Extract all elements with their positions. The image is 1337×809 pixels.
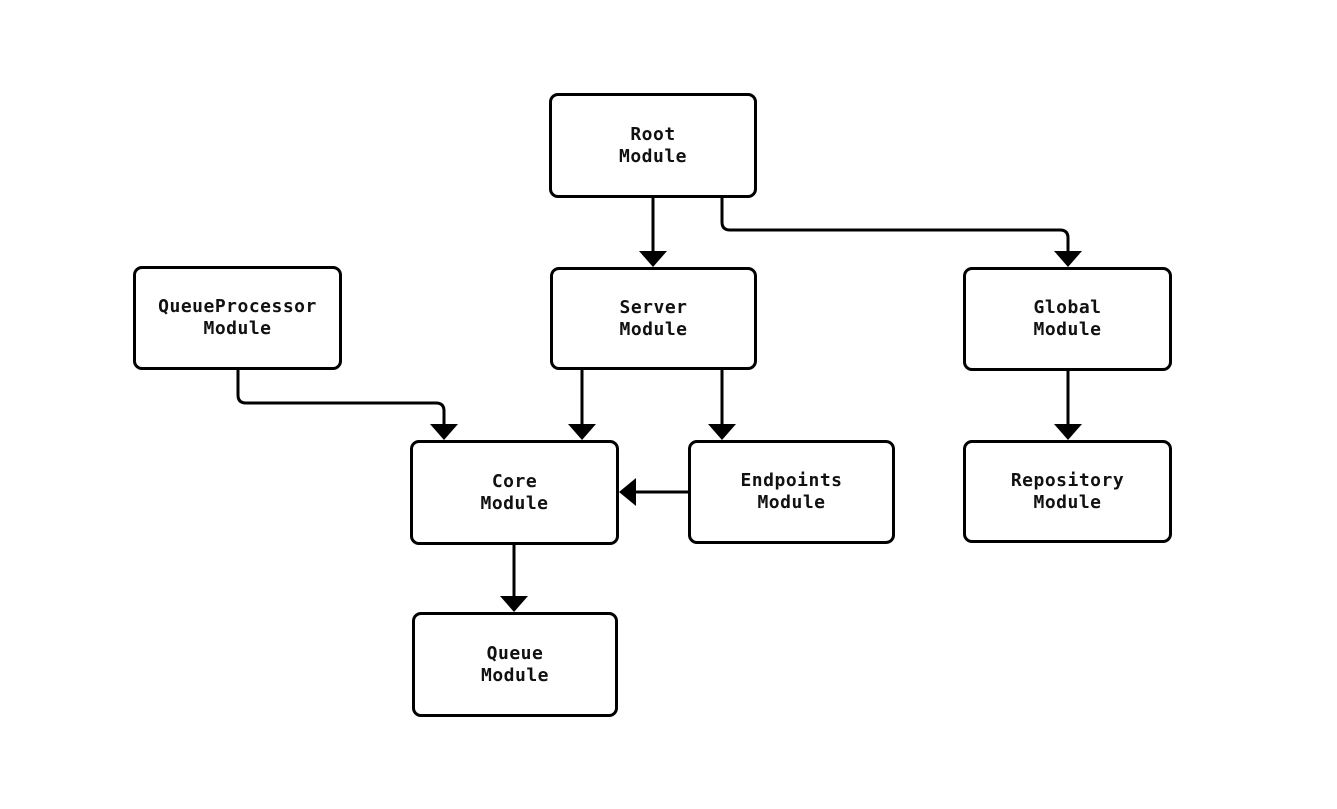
arrowhead-icon <box>639 251 667 267</box>
node-global-module: Global Module <box>963 267 1172 371</box>
node-repository-module: Repository Module <box>963 440 1172 543</box>
arrowhead-icon <box>430 424 458 440</box>
node-root-module-label: Root Module <box>618 123 688 167</box>
edge-root-to-server <box>639 198 667 267</box>
node-global-module-label: Global Module <box>1033 297 1102 340</box>
edge-global-to-repository <box>1054 371 1082 440</box>
node-server-module-label: Server Module <box>619 296 688 340</box>
edge-endpoints-to-core <box>619 478 688 506</box>
arrowhead-icon <box>500 596 528 612</box>
node-queue-module: Queue Module <box>412 612 618 717</box>
node-queueprocessor-module-label: QueueProcessor Module <box>158 296 317 339</box>
edge-core-to-queue <box>500 545 528 612</box>
node-queue-module-label: Queue Module <box>480 642 550 686</box>
node-endpoints-module-label: Endpoints Module <box>740 470 843 513</box>
edge-server-to-endpoints <box>708 370 736 440</box>
edge-server-to-core <box>568 370 596 440</box>
edge-root-to-global <box>720 198 1082 267</box>
node-core-module: Core Module <box>410 440 619 545</box>
node-server-module: Server Module <box>550 267 757 370</box>
arrowhead-icon <box>1054 424 1082 440</box>
arrowhead-icon <box>708 424 736 440</box>
node-repository-module-label: Repository Module <box>1010 469 1125 513</box>
node-queueprocessor-module: QueueProcessor Module <box>133 266 342 370</box>
node-endpoints-module: Endpoints Module <box>688 440 895 544</box>
node-root-module: Root Module <box>549 93 757 198</box>
node-core-module-label: Core Module <box>480 470 549 514</box>
arrowhead-icon <box>1054 251 1082 267</box>
arrowhead-icon <box>619 478 636 506</box>
edge-queueprocessor-to-core <box>236 370 458 440</box>
arrowhead-icon <box>568 424 596 440</box>
